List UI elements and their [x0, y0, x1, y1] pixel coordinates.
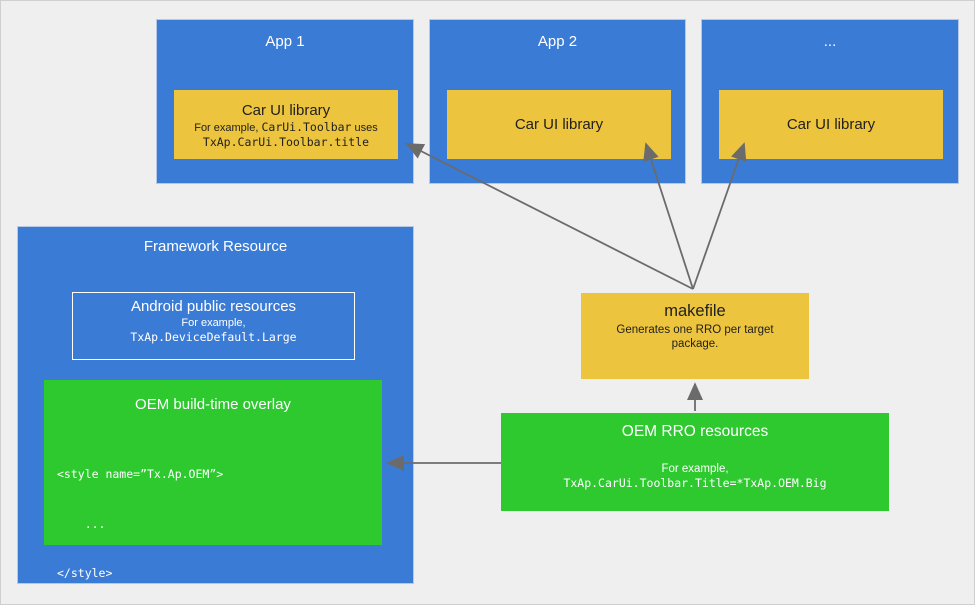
app-more-car-ui-library-label: Car UI library: [786, 116, 876, 133]
oem-overlay-code: <style name=”Tx.Ap.OEM”> ... </style> <s…: [57, 432, 237, 604]
oem-build-time-overlay-title: OEM build-time overlay: [135, 396, 291, 413]
app2-car-ui-library-label: Car UI library: [514, 116, 604, 133]
app2-car-ui-library-box: Car UI library: [447, 90, 671, 159]
framework-resource-title: Framework Resource: [143, 238, 288, 255]
makefile-title: makefile: [664, 302, 726, 320]
app1-car-ui-library-label: Car UI library: [241, 101, 331, 119]
code-line: </style>: [57, 566, 113, 580]
app-more-box: ... Car UI library: [701, 19, 959, 184]
app-more-title: ...: [823, 33, 837, 50]
app1-box: App 1 Car UI library For example, CarUi.…: [156, 19, 414, 184]
app1-example-note: For example, CarUi.Toolbar uses: [194, 119, 378, 134]
android-public-resources-box: Android public resources For example, Tx…: [72, 292, 355, 360]
app1-example-code: TxAp.CarUi.Toolbar.title: [202, 134, 370, 149]
app2-box: App 2 Car UI library: [429, 19, 686, 184]
android-public-resources-code: TxAp.DeviceDefault.Large: [130, 330, 297, 344]
framework-resource-box: Framework Resource Android public resour…: [17, 226, 414, 584]
app-more-car-ui-library-box: Car UI library: [719, 90, 943, 159]
app1-car-ui-library-box: Car UI library For example, CarUi.Toolba…: [174, 90, 398, 159]
oem-rro-note: For example,: [661, 463, 729, 475]
app1-title: App 1: [265, 33, 305, 50]
code-line: <style name=”Tx.Ap.OEM”>: [57, 467, 224, 481]
oem-build-time-overlay-box: OEM build-time overlay <style name=”Tx.A…: [44, 380, 382, 580]
oem-rro-code: TxAp.CarUi.Toolbar.Title=*TxAp.OEM.Big: [563, 476, 827, 490]
makefile-box: makefile Generates one RRO per target pa…: [581, 293, 809, 379]
android-public-resources-note: For example,: [181, 317, 246, 329]
oem-rro-resources-box: OEM RRO resources For example, TxAp.CarU…: [501, 413, 889, 511]
app2-title: App 2: [537, 33, 578, 50]
oem-rro-resources-title: OEM RRO resources: [621, 423, 769, 440]
code-line: ...: [57, 516, 106, 531]
makefile-subtitle: Generates one RRO per target package.: [616, 324, 774, 350]
android-public-resources-title: Android public resources: [130, 298, 297, 315]
